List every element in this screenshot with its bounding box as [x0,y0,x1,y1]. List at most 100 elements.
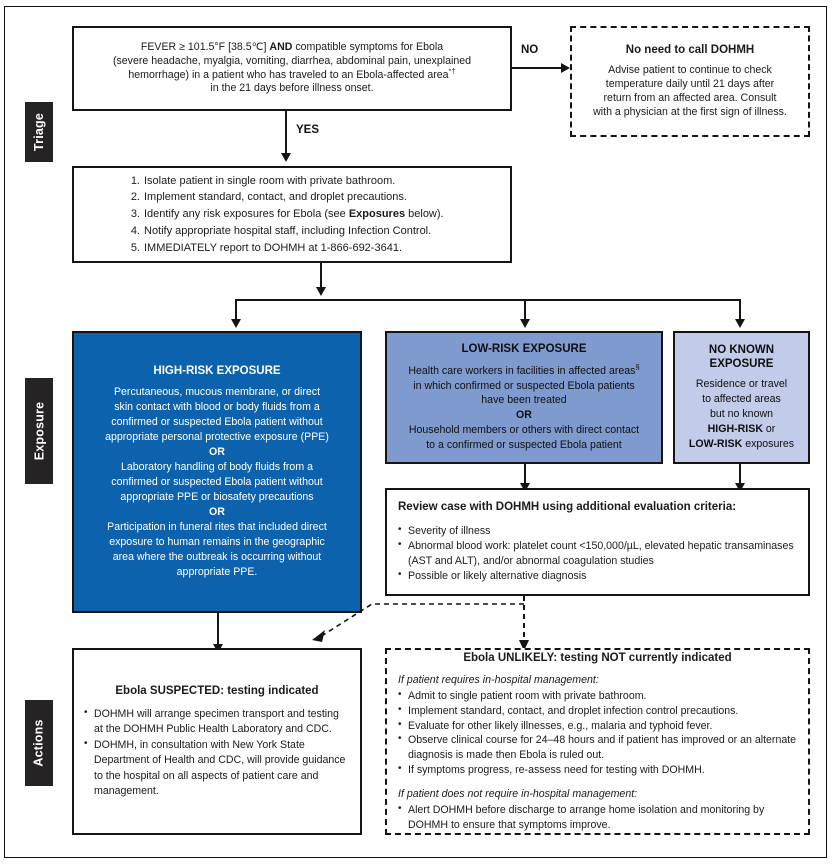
review-case-title: Review case with DOHMH using additional … [398,501,737,514]
initial-actions-box: 1. Isolate patient in single room with pr… [72,166,512,263]
ebola-unlikely-bullet-list-2: Alert DOHMH before discharge to arrange … [398,802,797,833]
screening-line4: in the 21 days before illness onset. [210,82,374,95]
edge-high-risk-to-suspected [217,613,219,646]
ebola-unlikely-bullet: If symptoms progress, re-assess need for… [398,762,797,778]
low-risk-line2: in which confirmed or suspected Ebola pa… [413,379,635,392]
high-risk-exposure-box: HIGH-RISK EXPOSURE Percutaneous, mucous … [72,331,362,613]
step-text: Notify appropriate hospital staff, inclu… [144,224,432,237]
no-known-body: Residence or travel to affected areas bu… [680,377,803,452]
step-number: 2. [130,191,140,204]
review-case-bullet: Possible or likely alternative diagnosis [398,568,797,584]
ebola-suspected-box: Ebola SUSPECTED: testing indicated DOHMH… [72,648,362,835]
no-known-exposure-box: NO KNOWN EXPOSURE Residence or travel to… [673,331,810,464]
high-risk-line: appropriate PPE or biosafety precautions [120,491,314,504]
high-risk-line: Laboratory handling of body fluids from … [121,461,313,474]
no-known-title-line1: NO KNOWN [708,343,775,356]
step-number: 5. [130,241,140,254]
ebola-unlikely-subhead-2: If patient does not require in-hospital … [398,787,638,800]
ebola-suspected-title: Ebola SUSPECTED: testing indicated [115,684,319,697]
high-risk-line: confirmed or suspected Ebola patient wit… [111,476,323,489]
high-risk-line: area where the outbreak is occurring wit… [112,551,322,564]
high-risk-line: Percutaneous, mucous membrane, or direct [113,385,321,398]
initial-actions-step: 1. Isolate patient in single room with pr… [124,173,502,190]
no-known-line5-bold: LOW-RISK [688,438,743,451]
no-known-line4-tail: or [762,423,776,436]
branch-drop-high-risk [235,299,237,322]
lane-triage: Triage [25,102,53,162]
initial-actions-step: 2. Implement standard, contact, and dropl… [124,189,502,206]
ebola-unlikely-box: Ebola UNLIKELY: testing NOT currently in… [385,648,810,835]
edge-no-arrowhead [561,63,570,73]
ebola-unlikely-title: Ebola UNLIKELY: testing NOT currently in… [463,651,732,664]
edge-low-risk-arrowhead [520,483,530,492]
edge-yes-line [285,111,287,155]
branch-stem-arrowhead [316,287,326,296]
branch-drop-low-risk [524,299,526,322]
step-text-emphasis: Exposures [348,208,406,221]
high-risk-line: exposure to human remains in the geograp… [109,536,325,549]
step-text: Isolate patient in single room with priv… [144,174,396,187]
ebola-unlikely-bullet: Alert DOHMH before discharge to arrange … [398,802,797,833]
high-risk-group-3: Participation in funeral rites that incl… [82,520,352,580]
ebola-unlikely-bullet: Evaluate for other likely illnesses, e.g… [398,718,797,734]
ebola-unlikely-bullet-list-1: Admit to single patient room with privat… [398,688,797,778]
no-known-line5-tail: exposures [742,438,795,451]
step-text: Implement standard, contact, and droplet… [144,191,407,204]
screening-criteria-box: FEVER ≥ 101.5°F [38.5℃] AND compatible s… [72,26,512,111]
branch-arrow-high-risk [231,319,241,328]
no-need-title: No need to call DOHMH [625,43,755,56]
ebola-unlikely-bullet: Admit to single patient room with privat… [398,688,797,704]
branch-drop-no-known [739,299,741,322]
high-risk-or-1: OR [209,446,225,459]
review-case-box: Review case with DOHMH using additional … [385,488,810,596]
low-risk-line3: have been treated [481,394,567,407]
ebola-unlikely-spacer [398,778,797,787]
step-number: 4. [130,224,140,237]
edge-no-known-to-review [739,464,741,486]
screening-line1c: compatible symptoms for Ebola [292,40,444,53]
screening-and: AND [269,40,293,53]
screening-line2: (severe headache, myalgia, vomiting, dia… [112,54,472,67]
no-known-line4-bold: HIGH-RISK [707,423,763,436]
screening-criteria-text: FEVER ≥ 101.5°F [38.5℃] AND compatible s… [74,41,510,97]
step-number: 1. [130,174,140,187]
step-text: Identify any risk exposures for Ebola (s… [144,208,444,221]
high-risk-line: confirmed or suspected Ebola patient wit… [111,416,323,429]
high-risk-title: HIGH-RISK EXPOSURE [153,364,281,377]
branch-horizontal-bar [235,299,741,301]
no-known-line1: Residence or travel [695,378,788,391]
ebola-suspected-bullet: DOHMH, in consultation with New York Sta… [84,737,350,799]
lane-actions: Actions [25,700,53,786]
edge-no-known-arrowhead [735,483,745,492]
high-risk-line: appropriate personal protective exposure… [105,431,329,444]
high-risk-body: Percutaneous, mucous membrane, or direct… [82,385,352,580]
low-risk-footnote-marker: § [635,362,640,372]
edge-yes-arrowhead [281,153,291,162]
no-known-title-line2: EXPOSURE [709,357,774,370]
edge-no-label: NO [521,44,539,56]
no-need-line2: temperature daily until 21 days after [605,78,775,91]
ebola-unlikely-bullet: Observe clinical course for 24–48 hours … [398,732,797,763]
high-risk-group-2: Laboratory handling of body fluids from … [82,460,352,505]
high-risk-or-2: OR [209,506,225,519]
ebola-unlikely-bullet: Implement standard, contact, and droplet… [398,703,797,719]
screening-line3: hemorrhage) in a patient who has travele… [128,68,449,81]
no-need-line1: Advise patient to continue to check [608,64,772,77]
initial-actions-step: 5. IMMEDIATELY report to DOHMH at 1-866-6… [124,240,502,257]
step-text: IMMEDIATELY report to DOHMH at 1-866-692… [144,241,402,254]
initial-actions-step-list: 1. Isolate patient in single room with pr… [124,173,502,257]
edge-low-risk-to-review [524,464,526,486]
low-risk-or: OR [516,409,532,422]
high-risk-line: appropriate PPE. [176,566,258,579]
outer-border [4,6,827,858]
branch-stem-upper [320,263,322,290]
no-need-body: Advise patient to continue to check temp… [580,64,800,120]
ebola-suspected-bullet: DOHMH will arrange specimen transport an… [84,706,350,738]
screening-line1a: FEVER ≥ 101.5°F [38.5℃] [140,40,270,53]
low-risk-title: LOW-RISK EXPOSURE [461,343,587,356]
review-case-bullet: Abnormal blood work: platelet count <150… [398,538,797,569]
lane-actions-label: Actions [32,719,46,767]
low-risk-line5: to a confirmed or suspected Ebola patien… [426,438,622,451]
lane-exposure-label: Exposure [32,401,47,461]
no-need-line4: with a physician at the first sign of il… [593,106,787,119]
